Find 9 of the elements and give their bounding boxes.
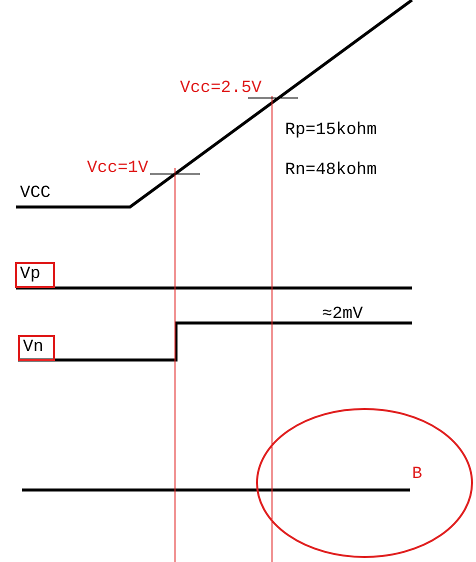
signal-label: Vp	[15, 262, 55, 288]
resistance-label: Rn=48kohm	[285, 161, 377, 181]
resistance-label: Rp=15kohm	[285, 121, 377, 141]
voltage-label: Vcc=1V	[87, 159, 148, 179]
signal-label: Vn	[18, 335, 55, 361]
signal-label: VCC	[20, 184, 51, 204]
voltage-label: Vcc=2.5V	[180, 79, 262, 99]
region-label: B	[412, 465, 422, 485]
voltage-label: ≈2mV	[322, 305, 363, 325]
